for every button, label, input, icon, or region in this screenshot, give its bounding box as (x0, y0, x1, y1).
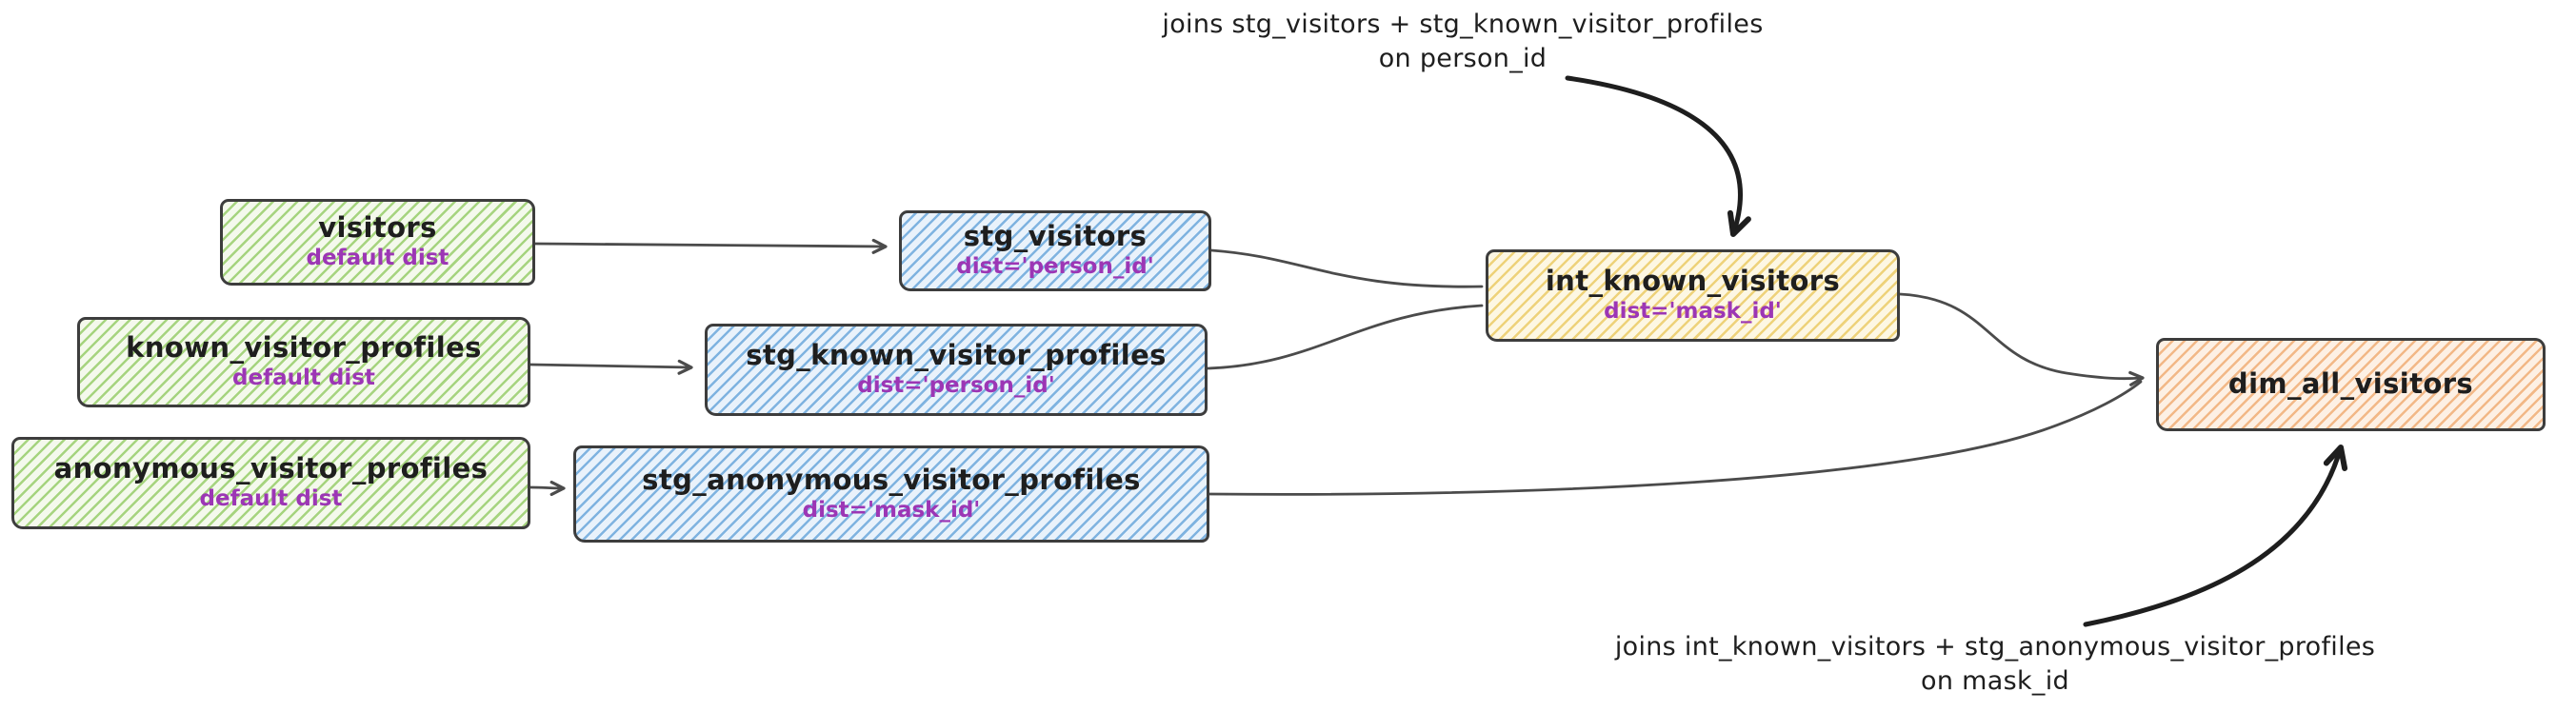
node-sublabel: default dist (199, 486, 343, 512)
annotation-top-line1: joins stg_visitors + stg_known_visitor_p… (1162, 10, 1764, 39)
node-stg_visitors: stg_visitors dist='person_id' (899, 210, 1211, 291)
node-dim_all_visitors: dim_all_visitors (2156, 338, 2546, 431)
node-label: stg_anonymous_visitor_profiles (642, 463, 1141, 496)
node-stg_known_visitor_profiles: stg_known_visitor_profiles dist='person_… (705, 324, 1208, 416)
node-sublabel: default dist (306, 246, 449, 271)
node-known_visitor_profiles: known_visitor_profiles default dist (77, 317, 530, 407)
node-anonymous_visitor_profiles: anonymous_visitor_profiles default dist (11, 437, 530, 529)
node-label: known_visitor_profiles (126, 331, 482, 365)
edge-stg_anonymous_visitor_profiles-to-dim_all_visitors (1208, 380, 2143, 496)
node-label: stg_visitors (963, 220, 1148, 253)
annotation-bottom-line1: joins int_known_visitors + stg_anonymous… (1614, 632, 2376, 662)
annotation-top-line2: on person_id (1378, 44, 1548, 74)
node-visitors: visitors default dist (220, 199, 535, 286)
node-sublabel: dist='person_id' (857, 373, 1055, 399)
annotation-bottom: joins int_known_visitors + stg_anonymous… (1581, 630, 2409, 700)
annotation-arrow-top (1565, 75, 1751, 237)
node-label: visitors (318, 211, 437, 245)
annotation-top: joins stg_visitors + stg_known_visitor_p… (1124, 8, 1802, 77)
node-label: stg_known_visitor_profiles (746, 339, 1167, 372)
edge-visitors-to-stg_visitors (533, 238, 888, 254)
edge-stg_known_visitor_profiles-to-int_known_visitors (1206, 304, 1484, 370)
edge-anonymous_visitor_profiles-to-stg_anonymous_visitor_profiles (529, 480, 566, 496)
edge-known_visitor_profiles-to-stg_known_visitor_profiles (529, 359, 693, 375)
node-sublabel: dist='mask_id' (802, 497, 981, 523)
node-sublabel: default dist (232, 366, 375, 391)
edge-stg_visitors-to-int_known_visitors (1209, 248, 1484, 288)
edge-int_known_visitors-to-dim_all_visitors (1898, 292, 2145, 386)
node-label: int_known_visitors (1545, 265, 1841, 298)
node-label: dim_all_visitors (2227, 367, 2474, 401)
annotation-bottom-line2: on mask_id (1921, 666, 2069, 697)
node-int_known_visitors: int_known_visitors dist='mask_id' (1486, 249, 1900, 342)
node-sublabel: dist='person_id' (956, 254, 1154, 280)
node-label: anonymous_visitor_profiles (53, 452, 489, 485)
node-stg_anonymous_visitor_profiles: stg_anonymous_visitor_profiles dist='mas… (573, 445, 1209, 543)
annotation-arrow-bottom (2083, 445, 2348, 627)
node-sublabel: dist='mask_id' (1604, 299, 1782, 325)
